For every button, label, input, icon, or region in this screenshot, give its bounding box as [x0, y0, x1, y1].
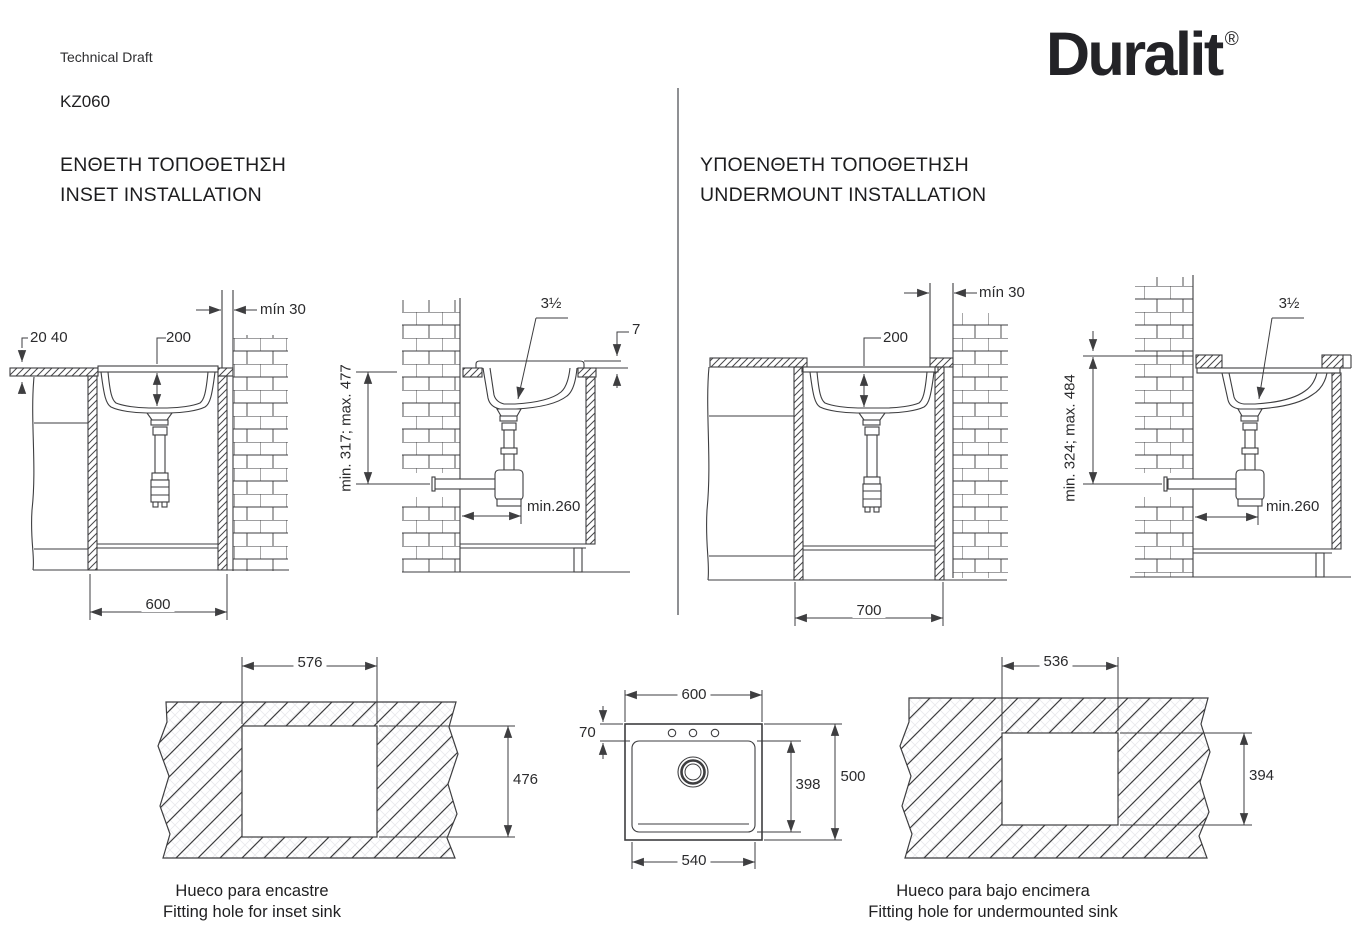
sink-bowl — [97, 365, 219, 414]
sink-bowl — [475, 360, 621, 410]
dim-bowl-width: 540 — [677, 853, 711, 868]
countertop — [462, 367, 628, 378]
dimension-lines — [356, 317, 629, 524]
brick-wall — [221, 290, 288, 571]
dim-rim-height: 7 — [632, 321, 641, 338]
brand-name: Duralit — [1046, 20, 1224, 88]
dim-cutout-height: 476 — [513, 771, 539, 788]
inset-title-english: INSET INSTALLATION — [60, 184, 262, 206]
dimension-lines — [1083, 317, 1304, 525]
sink-plan-drawing — [598, 690, 842, 869]
tap-hole — [710, 728, 720, 738]
section-divider — [677, 88, 679, 615]
dim-waste-size: 3½ — [540, 295, 562, 312]
model-number: KZ060 — [60, 92, 111, 111]
caption-spanish: Hueco para bajo encimera — [896, 882, 1090, 900]
countertop — [1195, 354, 1352, 369]
dim-cutout-height: 394 — [1249, 767, 1275, 784]
dim-wall-clearance: mín 30 — [979, 284, 1025, 301]
tap-hole — [667, 728, 677, 738]
dimension-lines — [17, 305, 257, 620]
dim-overall-width: 600 — [677, 687, 711, 702]
inset-title-greek: ΕΝΘΕΤΗ ΤΟΠΟΘΕΤΗΣΗ — [60, 154, 287, 176]
dim-waste-height: min. 324; max. 484 — [1061, 374, 1079, 502]
registered-mark: ® — [1224, 29, 1239, 50]
dim-cutout-width: 576 — [293, 655, 327, 670]
dim-rim-depth: 70 — [579, 724, 596, 741]
dim-cabinet-width: 600 — [141, 597, 175, 612]
caption-spanish: Hueco para encastre — [175, 882, 329, 900]
dim-cabinet-width: 700 — [852, 603, 886, 618]
sink-bowl — [801, 366, 939, 414]
dim-waste-wall-offset: min.260 — [1266, 498, 1320, 515]
dim-bowl-depth: 200 — [166, 329, 192, 346]
doc-type-label: Technical Draft — [60, 49, 153, 65]
inset-section-title: ΕΝΘΕΤΗ ΤΟΠΟΘΕΤΗΣΗ INSET INSTALLATION — [60, 150, 286, 210]
drain-hole — [677, 756, 709, 788]
dim-wall-clearance: mín 30 — [260, 301, 306, 318]
brand-logo: Duralit® — [1046, 22, 1239, 86]
inset-front-drawing — [9, 290, 289, 620]
bowl-outline — [631, 740, 756, 833]
cabinet — [1130, 372, 1351, 578]
cabinet — [402, 376, 630, 573]
undermount-title-greek: ΥΠΟΕΝΘΕΤΗ ΤΟΠΟΘΕΤΗΣΗ — [700, 154, 969, 176]
waste-drain — [145, 412, 174, 508]
undermount-cutout-caption: Hueco para bajo encimera Fitting hole fo… — [868, 881, 1117, 923]
dim-waste-height: min. 317; max. 477 — [337, 364, 355, 492]
countertop — [709, 357, 954, 368]
tap-hole — [688, 728, 698, 738]
caption-english: Fitting hole for inset sink — [163, 903, 341, 921]
dim-bowl-length: 398 — [791, 777, 825, 792]
caption-english: Fitting hole for undermounted sink — [868, 903, 1118, 921]
undermount-cutout-drawing — [899, 657, 1252, 859]
undermount-front-drawing — [706, 283, 1008, 626]
dim-waste-wall-offset: min.260 — [527, 498, 581, 515]
dim-waste-size: 3½ — [1278, 295, 1300, 312]
dim-counter-edge: 20 40 — [30, 329, 68, 346]
cutout-hole — [1001, 732, 1119, 826]
brick-wall — [402, 298, 461, 572]
dim-overall-depth: 500 — [836, 769, 870, 784]
waste-trap — [1163, 408, 1265, 507]
dim-cutout-width: 536 — [1039, 654, 1073, 669]
undermount-section-title: ΥΠΟΕΝΘΕΤΗ ΤΟΠΟΘΕΤΗΣΗ UNDERMOUNT INSTALLA… — [700, 150, 986, 210]
inset-side-drawing — [356, 298, 630, 573]
cutout-hole — [241, 725, 378, 838]
cabinet — [706, 366, 1007, 581]
waste-trap — [431, 408, 524, 507]
sink-bowl — [1196, 367, 1341, 410]
cabinet — [31, 375, 289, 571]
sink-outline — [624, 723, 763, 841]
inset-cutout-drawing — [157, 657, 515, 859]
dim-bowl-depth: 200 — [883, 329, 909, 346]
brick-wall — [1135, 275, 1194, 577]
waste-drain — [857, 412, 887, 513]
brick-wall — [929, 283, 1008, 578]
dimension-lines — [794, 288, 977, 626]
undermount-title-english: UNDERMOUNT INSTALLATION — [700, 184, 987, 206]
inset-cutout-caption: Hueco para encastre Fitting hole for ins… — [163, 881, 341, 923]
undermount-side-drawing — [1083, 275, 1352, 578]
